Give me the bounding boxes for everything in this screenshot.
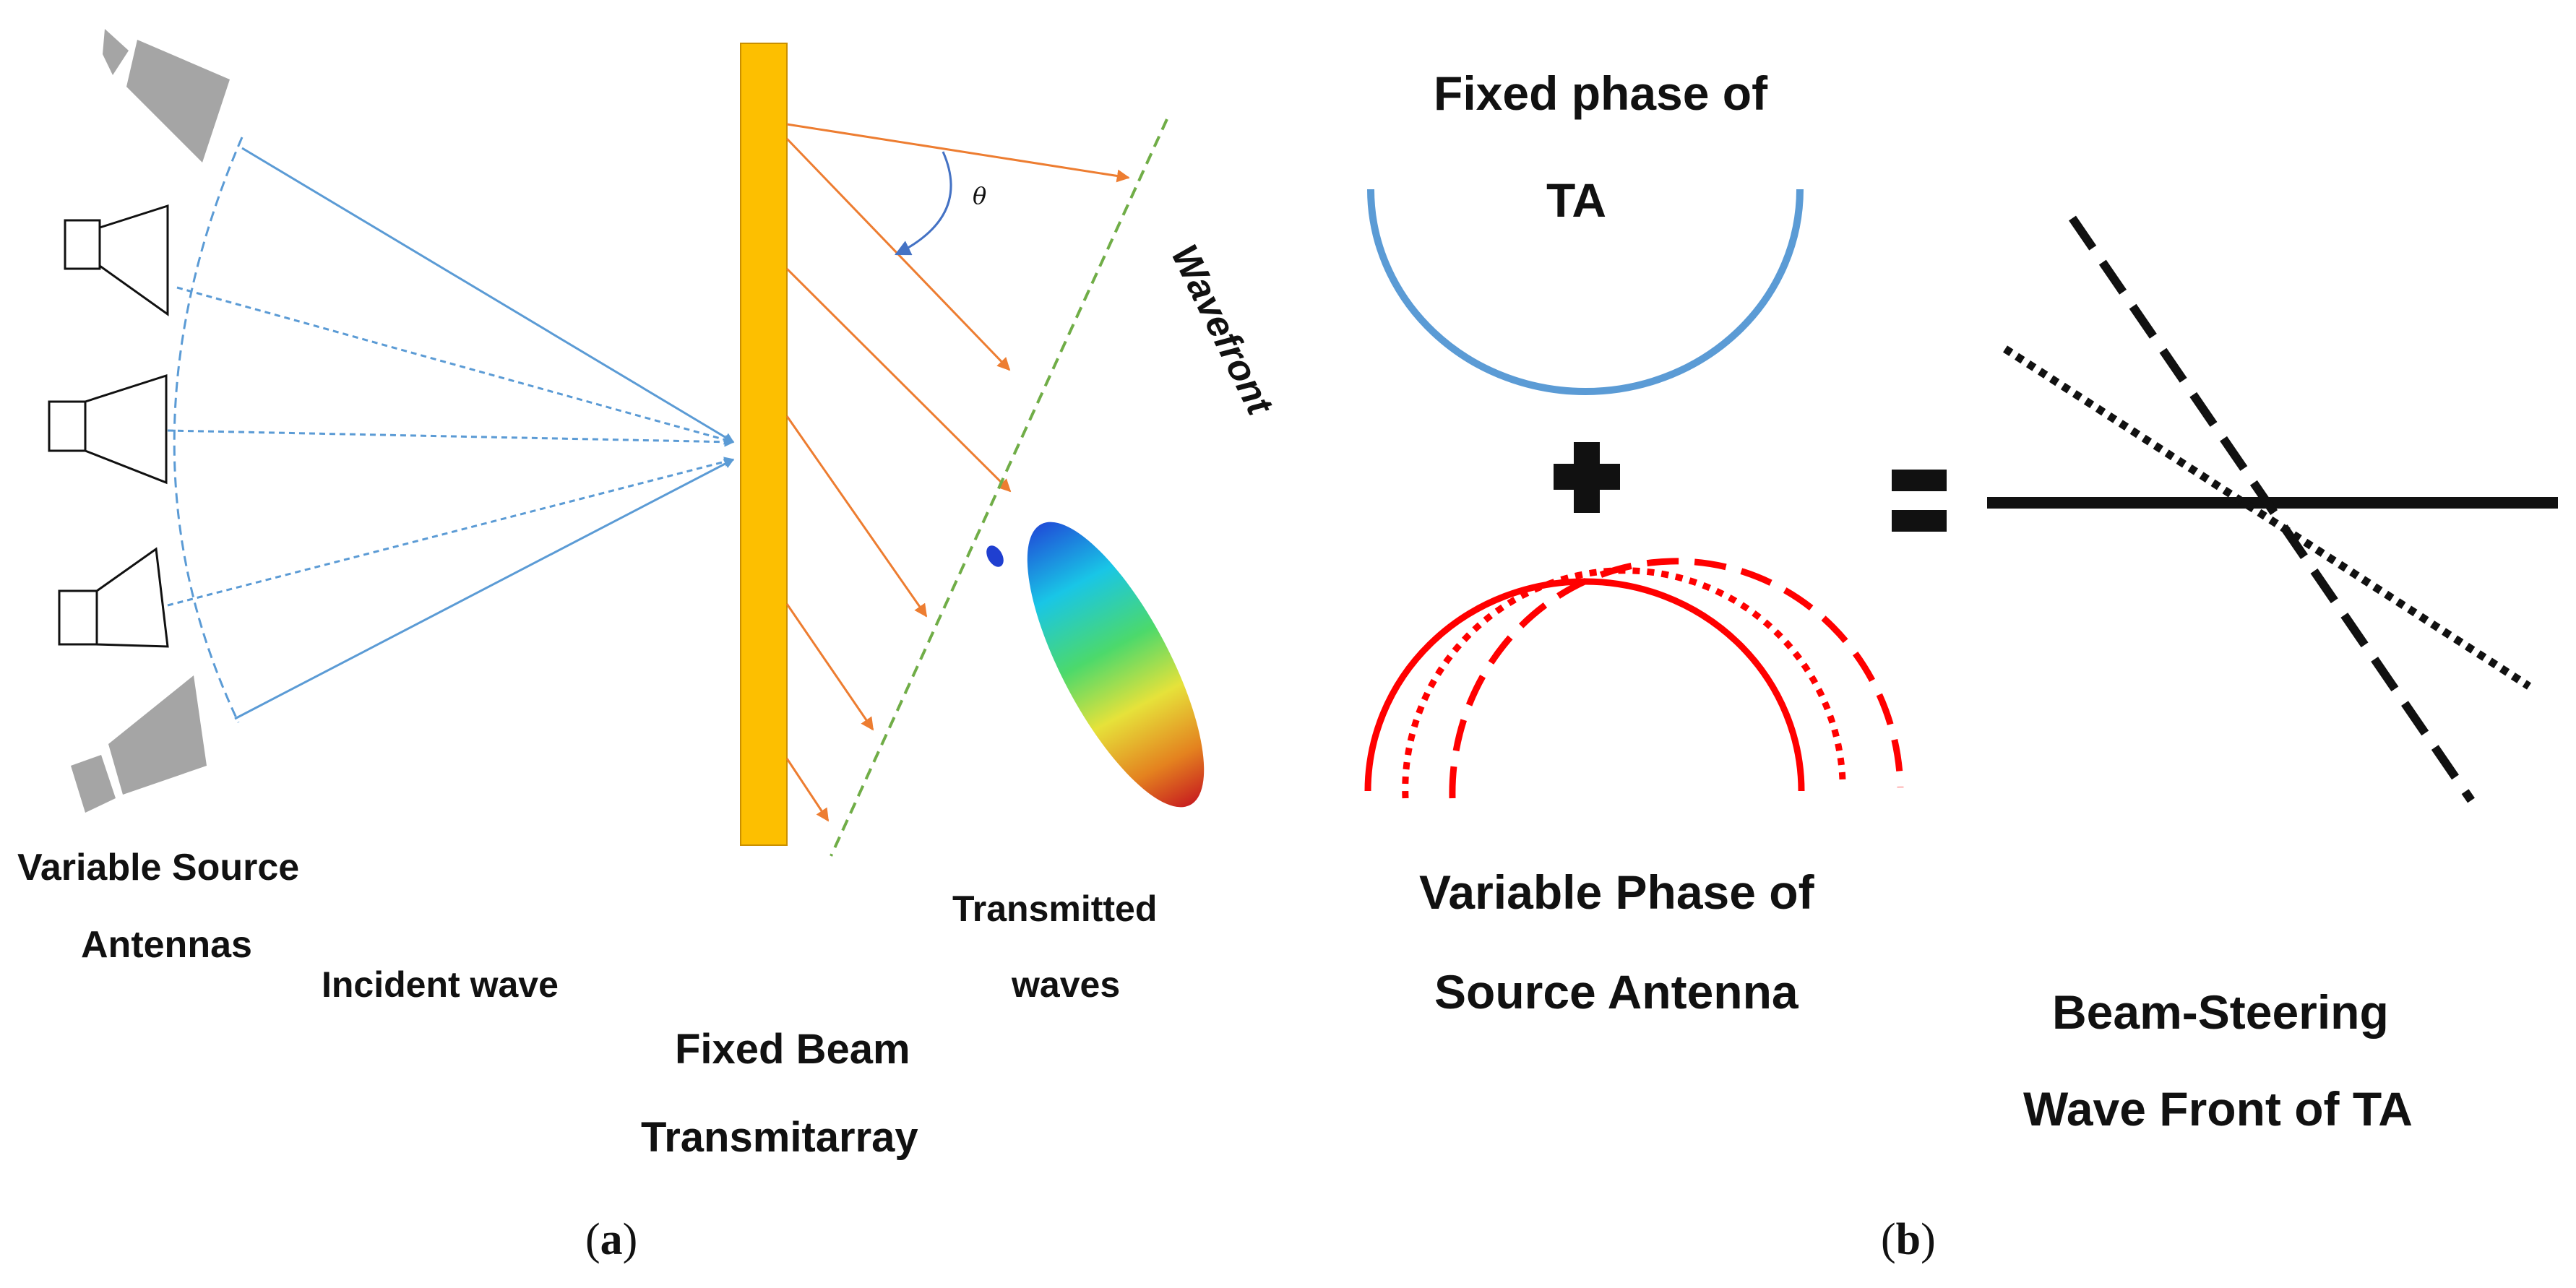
caption-a-letter: a: [600, 1215, 623, 1264]
gray-horn-antenna-icon: [103, 29, 230, 163]
panel-b: Fixed phase of TA Variable Phase of Sour…: [1364, 66, 2558, 1264]
theta-angle-arc: [895, 151, 952, 256]
label-wave-front-ta: Wave Front of TA: [2023, 1082, 2413, 1136]
wavefront-line: [830, 118, 1168, 857]
label-source-antenna: Source Antenna: [1434, 965, 1799, 1019]
caption-a: (a): [585, 1215, 637, 1264]
caption-b: (b): [1881, 1215, 1936, 1264]
label-antennas: Antennas: [81, 924, 252, 966]
label-transmitted: Transmitted: [952, 889, 1157, 929]
label-fixed-phase: Fixed phase of: [1434, 66, 1768, 120]
transmitarray-panel: [740, 43, 788, 846]
label-variable-source: Variable Source: [17, 847, 299, 889]
variable-phase-dotted-arc: [1402, 567, 1846, 799]
dotted-wavefront-line: [2003, 345, 2531, 690]
radiation-lobe: [986, 522, 1205, 808]
beam-steering-lines: [1987, 215, 2558, 803]
caption-b-open: (: [1881, 1215, 1896, 1264]
variable-phase-dashed-arc: [1449, 558, 1904, 799]
incident-rays: [167, 147, 735, 720]
horn-antenna-icon: [48, 373, 168, 485]
fixed-phase-arc: [1367, 189, 1804, 395]
label-ta: TA: [1546, 173, 1606, 227]
variable-phase-arcs: [1364, 558, 1904, 799]
theta-label: θ: [973, 182, 986, 209]
equals-icon: [1892, 470, 1947, 532]
wavefront-label: Wavefront: [1163, 238, 1281, 423]
plus-icon: [1554, 442, 1620, 513]
caption-a-close: ): [623, 1215, 638, 1264]
caption-b-letter: b: [1896, 1215, 1921, 1264]
caption-b-close: ): [1921, 1215, 1936, 1264]
dashed-wavefront-line: [2069, 215, 2475, 803]
label-beam-steering: Beam-Steering: [2052, 985, 2389, 1039]
transmitted-rays: [785, 123, 1130, 822]
horn-antenna-icon: [64, 204, 169, 316]
caption-a-open: (: [585, 1215, 600, 1264]
gray-horn-antenna-icon: [71, 675, 207, 813]
label-transmitarray: Transmitarray: [641, 1114, 918, 1161]
horn-antenna-icon: [58, 547, 169, 648]
label-variable-phase: Variable Phase of: [1419, 865, 1815, 919]
source-arc: [173, 137, 244, 723]
source-antennas: [48, 29, 230, 813]
panel-a: θ Wavefront Variable Source Antennas Inc…: [17, 29, 1282, 1264]
label-fixed-beam: Fixed Beam: [675, 1026, 910, 1073]
label-incident-wave: Incident wave: [322, 964, 559, 1005]
label-waves: waves: [1011, 964, 1120, 1005]
